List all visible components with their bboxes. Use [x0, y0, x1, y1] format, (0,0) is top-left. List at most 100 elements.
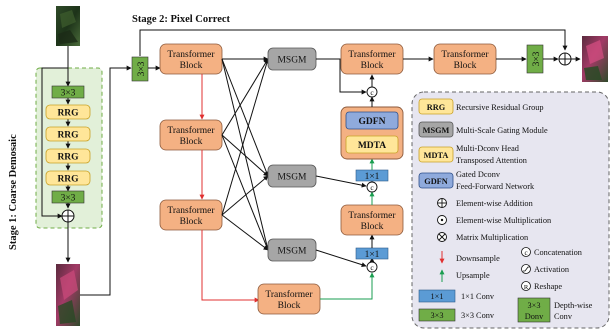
transformer-block-label: Block: [454, 61, 477, 71]
transformer-block-label: Block: [180, 217, 203, 227]
stage1-skip-connection: [41, 67, 68, 219]
concatenation-node: c: [366, 261, 378, 273]
legend-gdfn-swatch: [418, 172, 454, 189]
conv3x3-block: [51, 190, 85, 204]
mdta-block: [345, 135, 399, 154]
legend-depthwise-swatch: [517, 297, 551, 323]
transformer-block-label: Transformer: [348, 49, 396, 60]
arrow: [315, 249, 367, 268]
stage2-conv3x3: [131, 56, 149, 82]
legend-conv1x1-abbr: 1×1: [431, 292, 444, 301]
gdfn-block: [345, 111, 399, 130]
legend-gdfn-text: Gated Dconv: [456, 170, 501, 179]
svg-text:R: R: [524, 284, 529, 291]
legend-concat-icon: c: [521, 247, 531, 257]
transformer-block-label: Block: [278, 301, 301, 311]
msgm-label: MSGM: [277, 247, 307, 257]
global-skip-connection: [139, 29, 568, 56]
transformer-block-label: Block: [361, 222, 384, 232]
legend-downsample-text: Downsample: [456, 254, 500, 263]
legend-activation-text: Activation: [534, 265, 570, 274]
transformer-block-label: Block: [180, 61, 203, 71]
legend-conv1x1-text: 1×1 Conv: [461, 292, 495, 301]
transformer-block-label: Block: [361, 61, 384, 71]
transformer-block-label: Transformer: [167, 125, 215, 136]
legend-mul-icon: [437, 215, 447, 225]
transformer-block-label: Transformer: [348, 210, 396, 221]
conv1x1-label: 1×1: [365, 250, 380, 260]
conv1x1-label: 1×1: [365, 172, 380, 182]
svg-text:c: c: [524, 249, 527, 257]
legend-mdta-abbr: MDTA: [424, 151, 449, 160]
legend-msgm-text: Multi-Scale Gating Module: [456, 126, 548, 135]
legend-concat-text: Concatenation: [534, 248, 583, 257]
rrg-block: [45, 170, 91, 186]
legend-panel: [411, 91, 610, 329]
stage1-title: Stage 1: Coarse Demosaic: [8, 134, 19, 250]
transformer-block-label: Transformer: [167, 205, 215, 216]
concatenation-node: c: [366, 181, 378, 193]
rrg-block: [45, 104, 91, 120]
legend-add-text: Element-wise Addition: [456, 199, 534, 208]
input-mosaic-image: [56, 6, 80, 46]
legend-depthwise-text: Depth-wise: [554, 301, 593, 310]
legend-mdta-text: Multi-Dconv Head: [456, 144, 520, 153]
transformer-block-label: Transformer: [167, 49, 215, 60]
transformer-block-label: Transformer: [265, 289, 313, 300]
legend-reshape-icon: R: [521, 281, 531, 291]
legend-depthwise-abbr: 3×3: [528, 301, 541, 310]
legend-conv3x3-abbr: 3×3: [431, 311, 444, 320]
conv3x3-label: 3×3: [532, 51, 542, 66]
stage2-input-wire: [80, 65, 132, 296]
legend-conv3x3-swatch: [418, 308, 456, 322]
rrg-label: RRG: [57, 131, 79, 141]
downsample-arrow: [201, 230, 260, 303]
legend-depthwise-abbr: Donv: [525, 312, 544, 321]
concatenation-node: c: [366, 86, 378, 98]
legend-reshape-text: Reshape: [534, 282, 562, 291]
legend-activation-icon: [521, 264, 531, 274]
rrg-block: [45, 126, 91, 142]
legend-matmul-text: Matrix Multiplication: [456, 233, 529, 242]
legend-depthwise-text: Conv: [554, 312, 573, 321]
legend-add-icon: [437, 198, 447, 208]
legend-conv3x3-text: 3×3 Conv: [461, 311, 495, 320]
gdfn-label: GDFN: [359, 117, 386, 127]
conv3x3-label: 3×3: [137, 61, 147, 76]
cross-scale-connections: [221, 56, 270, 251]
legend-rrg-text: Recursive Residual Group: [456, 103, 544, 112]
legend-conv1x1-swatch: [418, 289, 456, 303]
arrow: [315, 175, 367, 188]
svg-text:c: c: [370, 263, 374, 272]
legend-mdta-text: Transposed Attention: [456, 156, 528, 165]
legend-rrg-abbr: RRG: [427, 103, 446, 112]
msgm-label: MSGM: [277, 173, 307, 183]
legend-msgm-swatch: [418, 121, 454, 138]
mdta-label: MDTA: [358, 141, 386, 151]
legend-mdta-swatch: [418, 146, 454, 163]
addition-node: [558, 52, 572, 66]
legend-msgm-abbr: MSGM: [423, 126, 450, 135]
upsample-arrow: [320, 272, 375, 300]
stage2-title: Stage 2: Pixel Correct: [132, 14, 231, 25]
transformer-block-label: Transformer: [441, 49, 489, 60]
msgm-label: MSGM: [277, 56, 307, 66]
legend-matmul-icon: [437, 232, 447, 242]
output-image: [582, 36, 608, 82]
rrg-label: RRG: [57, 175, 79, 185]
rrg-label: RRG: [57, 153, 79, 163]
rrg-label: RRG: [57, 109, 79, 119]
arrow: [316, 58, 367, 95]
transformer-block-label: Block: [180, 137, 203, 147]
legend-upsample-text: Upsample: [456, 271, 490, 280]
legend-rrg-swatch: [418, 98, 454, 115]
svg-text:c: c: [370, 183, 374, 192]
legend-gdfn-text: Feed-Forward Network: [456, 182, 535, 191]
addition-node: [61, 209, 75, 223]
legend-mul-text: Element-wise Multiplication: [456, 216, 552, 225]
conv3x3-label: 3×3: [61, 89, 76, 99]
legend-gdfn-abbr: GDFN: [424, 177, 448, 186]
conv3x3-label: 3×3: [61, 194, 76, 204]
conv3x3-block: [51, 85, 85, 99]
